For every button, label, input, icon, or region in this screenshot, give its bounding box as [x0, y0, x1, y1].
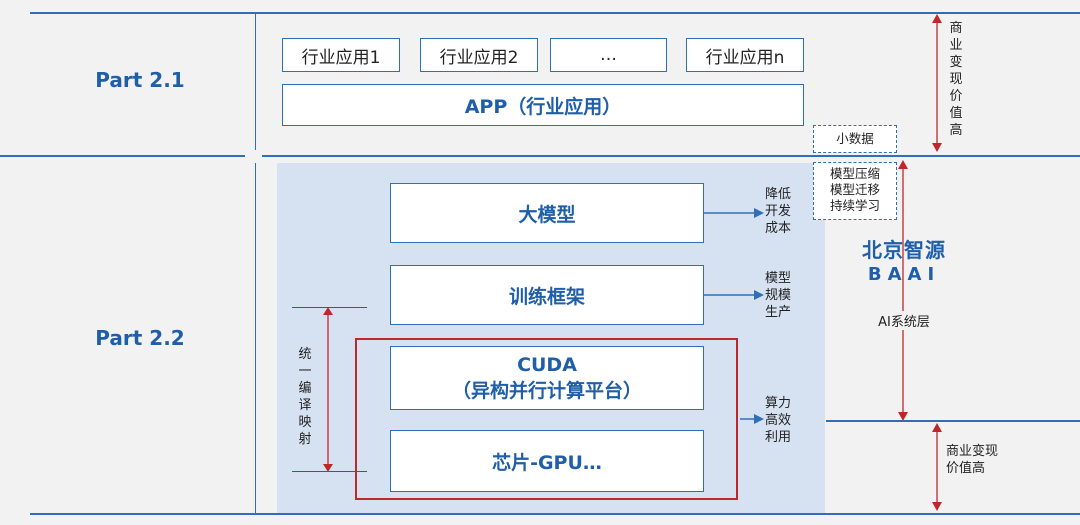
- bottom-value-label: 商业变现价值高: [946, 444, 999, 476]
- small-data-box: 小数据: [813, 125, 897, 153]
- top-value-arrow: [932, 14, 942, 152]
- framework-note: 模型规模生产: [764, 271, 791, 320]
- app-box-2: 行业应用2: [420, 38, 538, 72]
- bottom-value-arrow: [932, 423, 942, 511]
- column-divider-top: [255, 12, 256, 150]
- framework-box: 训练框架: [390, 265, 704, 325]
- app-box-1: 行业应用1: [282, 38, 400, 72]
- big-model-box: 大模型: [390, 183, 704, 243]
- cuda-box: CUDA （异构并行计算平台）: [390, 346, 704, 410]
- top-border: [30, 12, 1080, 14]
- cuda-subtitle: （异构并行计算平台）: [451, 380, 642, 402]
- app-box-n: 行业应用n: [686, 38, 804, 72]
- model-ops-box: 模型压缩模型迁移持续学习: [813, 162, 897, 220]
- bottom-value-line: [826, 420, 1080, 422]
- section-divider-left: [0, 155, 245, 157]
- ai-layer-arrow: [898, 160, 908, 421]
- app-bar: APP（行业应用）: [282, 84, 804, 126]
- big-model-note: 降低开发成本: [764, 187, 791, 236]
- bottom-border: [30, 513, 1080, 515]
- bracket-top-line: [292, 307, 367, 308]
- section-divider-right: [262, 155, 1080, 157]
- cuda-title: CUDA: [517, 354, 577, 376]
- baai-logo-en: BAAI: [867, 264, 941, 285]
- column-divider-bottom: [255, 163, 256, 513]
- top-value-label: 商业变 现价值 高: [949, 21, 963, 138]
- compute-note: 算力高效利用: [764, 396, 791, 445]
- layer-arrows: [704, 208, 764, 424]
- app-box-ellipsis: …: [550, 38, 667, 72]
- chip-box: 芯片-GPU…: [390, 430, 704, 492]
- bracket-arrow: [323, 307, 333, 472]
- unified-compile-label: 统一编 译映射: [298, 347, 312, 447]
- part-2-2-label: Part 2.2: [95, 326, 185, 350]
- bracket-bottom-line: [292, 471, 367, 472]
- ai-layer-label: AI系统层: [866, 311, 942, 330]
- part-2-1-label: Part 2.1: [95, 68, 185, 92]
- unified-compile-frame: [355, 338, 738, 500]
